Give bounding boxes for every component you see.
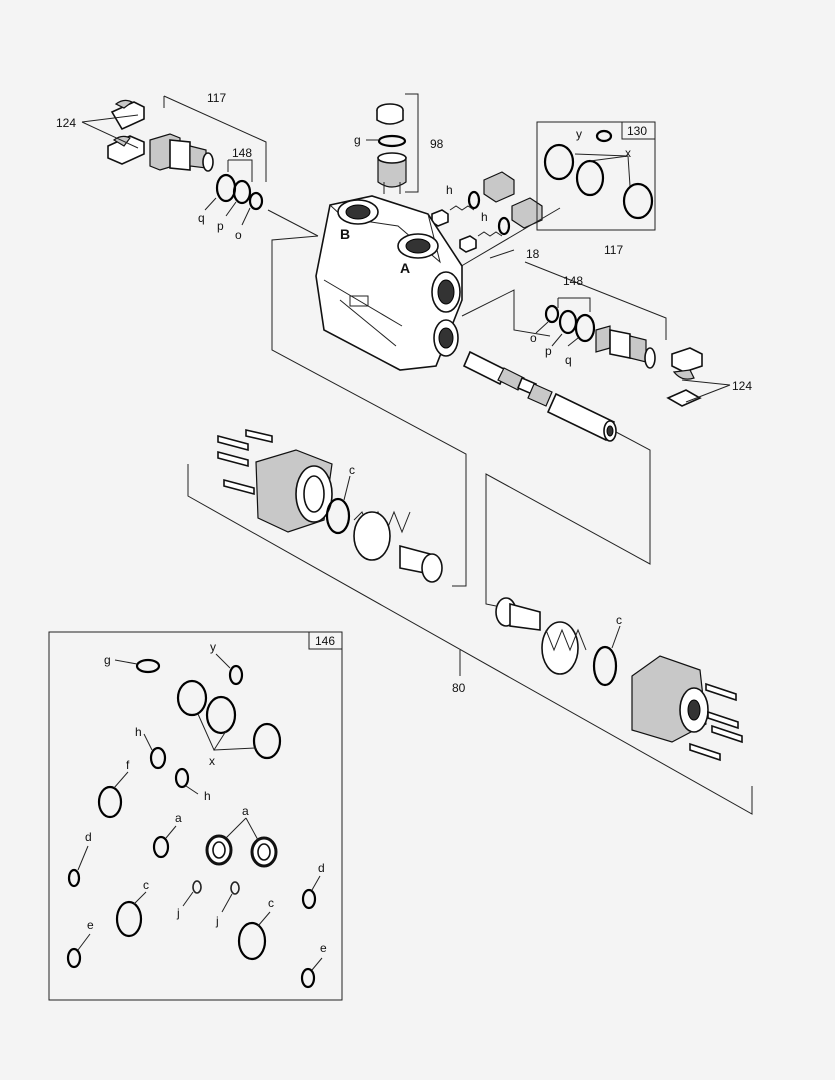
label-x-130: x bbox=[625, 146, 631, 160]
kit-label-x: x bbox=[209, 754, 215, 768]
seals-148-left bbox=[215, 173, 264, 211]
coupling-124-right bbox=[666, 347, 703, 407]
kit-label-e-2: e bbox=[320, 941, 327, 955]
label-g-98: g bbox=[354, 133, 361, 147]
box-146-seal-kit bbox=[48, 631, 343, 1001]
kit-label-y: y bbox=[210, 640, 216, 654]
cartridge-117-right bbox=[595, 325, 656, 369]
cap-assembly-left bbox=[217, 428, 443, 583]
kit-label-h-1: h bbox=[135, 725, 142, 739]
label-c-left: c bbox=[349, 463, 355, 477]
seals-148-right bbox=[544, 304, 596, 343]
label-124-left: 124 bbox=[56, 116, 76, 130]
label-h-2: h bbox=[481, 210, 488, 224]
label-117-right: 117 bbox=[604, 243, 623, 257]
port-label-a: A bbox=[400, 260, 410, 276]
cap-assembly-right bbox=[495, 597, 743, 762]
label-146: 146 bbox=[315, 634, 335, 648]
plug-98 bbox=[376, 103, 407, 194]
kit-label-f: f bbox=[126, 758, 130, 772]
label-124-right: 124 bbox=[732, 379, 752, 393]
kit-label-a-1: a bbox=[175, 811, 182, 825]
label-148-left: 148 bbox=[232, 146, 252, 160]
box-130 bbox=[536, 121, 656, 231]
kit-label-j-2: j bbox=[215, 914, 219, 928]
label-c-right: c bbox=[616, 613, 622, 627]
kit-label-d-1: d bbox=[85, 830, 92, 844]
kit-label-j-1: j bbox=[176, 906, 180, 920]
spool bbox=[462, 350, 617, 442]
label-18: 18 bbox=[526, 247, 540, 261]
coupling-124-left bbox=[107, 99, 145, 165]
label-p-right: p bbox=[545, 344, 552, 358]
kit-label-e-1: e bbox=[87, 918, 94, 932]
label-80: 80 bbox=[452, 681, 466, 695]
kit-label-d-2: d bbox=[318, 861, 325, 875]
port-label-b: B bbox=[340, 226, 350, 242]
label-148-right: 148 bbox=[563, 274, 583, 288]
label-p-left: p bbox=[217, 219, 224, 233]
label-h-1: h bbox=[446, 183, 453, 197]
valve-body bbox=[315, 195, 463, 371]
label-q-right: q bbox=[565, 353, 572, 367]
kit-label-c-1: c bbox=[143, 878, 149, 892]
kit-label-c-2: c bbox=[268, 896, 274, 910]
kit-label-a-2: a bbox=[242, 804, 249, 818]
kit-label-h-2: h bbox=[204, 789, 211, 803]
label-117-left: 117 bbox=[207, 91, 226, 105]
label-98: 98 bbox=[430, 137, 444, 151]
check-valves-18 bbox=[431, 171, 543, 253]
label-y-130: y bbox=[576, 127, 582, 141]
cartridge-117-left bbox=[149, 133, 214, 172]
label-o-left: o bbox=[235, 228, 242, 242]
label-130: 130 bbox=[627, 124, 647, 138]
label-q-left: q bbox=[198, 211, 205, 225]
label-o-right: o bbox=[530, 331, 537, 345]
kit-label-g: g bbox=[104, 653, 111, 667]
